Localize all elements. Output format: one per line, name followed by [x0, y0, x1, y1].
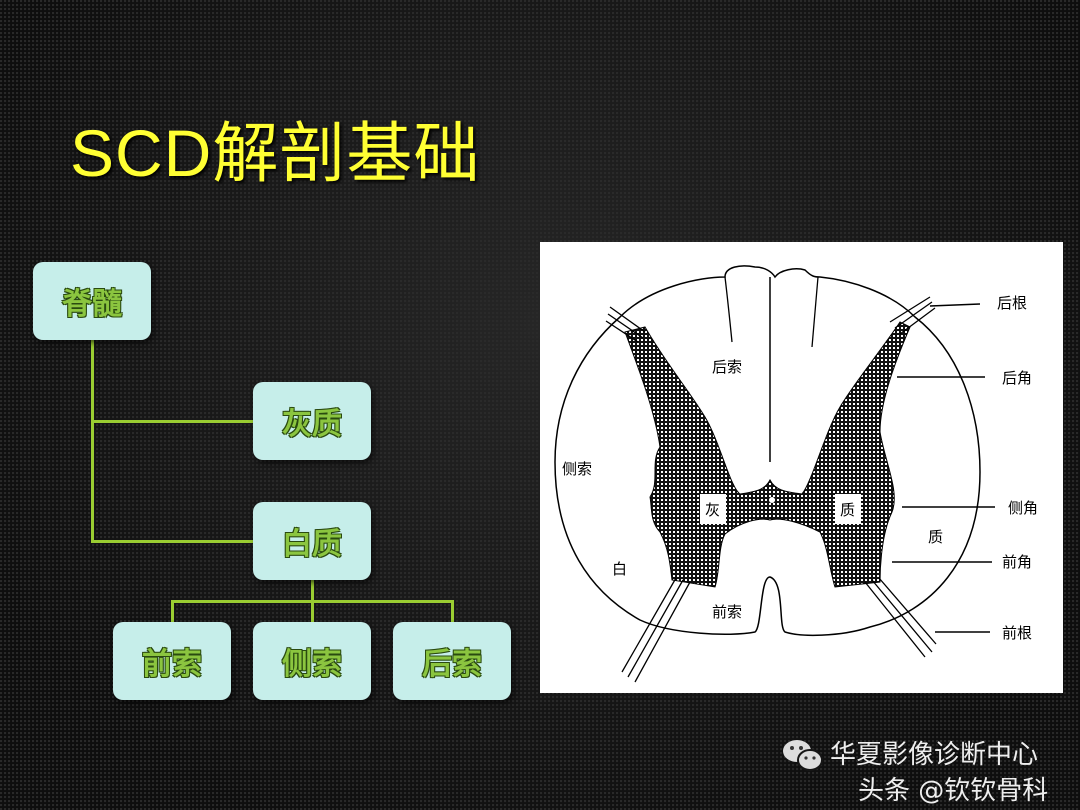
- connector: [311, 580, 314, 602]
- watermark-author: 头条 @钦钦骨科: [858, 776, 1049, 806]
- label-anterior-funiculus: 前索: [712, 603, 742, 621]
- node-lateral-funiculus: 侧索: [253, 622, 371, 700]
- node-anterior-funiculus: 前索: [113, 622, 231, 700]
- node-white-matter: 白质: [253, 502, 371, 580]
- label-white-2: 质: [928, 528, 943, 546]
- callout-anterior-root: 前根: [1002, 624, 1032, 642]
- label-posterior-funiculus: 后索: [712, 358, 742, 376]
- label-gray-2: 质: [840, 501, 855, 519]
- connector: [311, 600, 314, 622]
- connector: [451, 600, 454, 622]
- node-gray-matter: 灰质: [253, 382, 371, 460]
- callout-anterior-horn: 前角: [1002, 553, 1032, 571]
- label-gray-1: 灰: [705, 501, 720, 519]
- node-posterior-funiculus: 后索: [393, 622, 511, 700]
- connector: [91, 540, 253, 543]
- label-white-1: 白: [612, 560, 627, 578]
- spinal-cord-cross-section: 后索 侧索 前索 灰 质 白 质 后根 后角 侧角 前角 前根: [540, 242, 1063, 693]
- callout-posterior-root: 后根: [997, 294, 1027, 312]
- node-spinal-cord: 脊髓: [33, 262, 151, 340]
- connector: [91, 340, 94, 543]
- slide-title: SCD解剖基础: [70, 116, 481, 190]
- watermark-source: 华夏影像诊断中心: [830, 740, 1039, 770]
- wechat-icon: [782, 738, 824, 774]
- callout-lateral-horn: 侧角: [1008, 499, 1038, 517]
- connector: [91, 420, 253, 423]
- callout-posterior-horn: 后角: [1002, 369, 1032, 387]
- connector: [171, 600, 174, 622]
- label-lateral-funiculus: 侧索: [562, 460, 592, 478]
